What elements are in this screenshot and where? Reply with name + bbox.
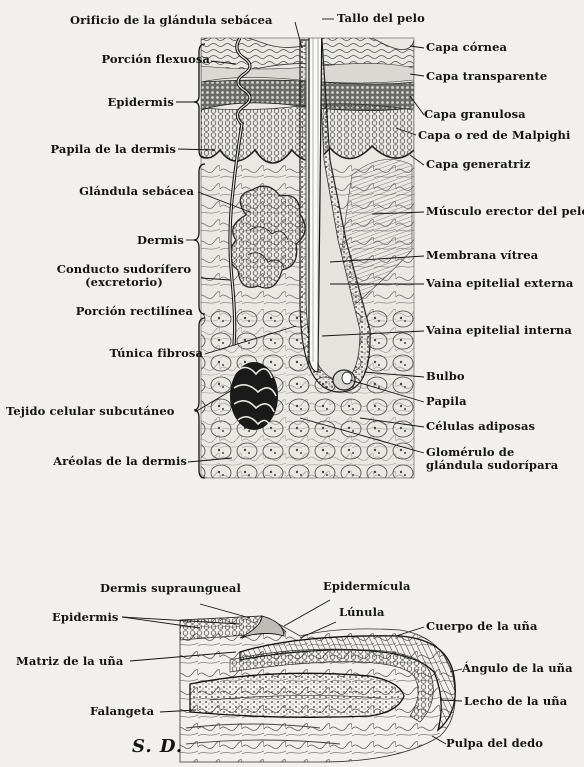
label-pulpa-dedo: Pulpa del dedo [446,737,543,750]
label-porcion-rectilinea: Porción rectilínea [76,305,193,318]
label-capa-granulosa: Capa granulosa [424,108,526,121]
label-epidermicula: Epidermícula [323,580,411,593]
label-capa-transparente: Capa transparente [426,70,547,83]
label-nail-epidermis: Epidermis [52,611,119,624]
label-capa-cornea: Capa córnea [426,41,507,54]
label-vaina-epitelial-externa: Vaina epitelial externa [426,277,573,290]
label-dermis: Dermis [137,234,184,247]
label-lunula: Lúnula [339,606,385,619]
label-capa-generatriz: Capa generatriz [426,158,530,171]
label-lecho-una: Lecho de la uña [464,695,567,708]
label-papila-dermis: Papila de la dermis [50,143,176,156]
label-cuerpo-una: Cuerpo de la uña [426,620,538,633]
label-epidermis: Epidermis [107,96,174,109]
label-falangeta: Falangeta [90,705,154,718]
label-tejido-celular-subcutaneo: Tejido celular subcutáneo [6,405,175,418]
label-tallo-pelo: Tallo del pelo [337,12,425,25]
label-celulas-adiposas: Células adiposas [426,420,535,433]
label-excretorio: (excretorio) [44,276,204,289]
label-membrana-vitrea: Membrana vítrea [426,249,538,262]
label-bulbo: Bulbo [426,370,465,383]
label-papila: Papila [426,395,467,408]
label-glandula-sebacea: Glándula sebácea [79,185,194,198]
label-dermis-supraungueal: Dermis supraungueal [100,582,241,595]
skin-section [201,12,414,478]
label-areolas-dermis: Aréolas de la dermis [53,455,187,468]
label-capa-malpighi: Capa o red de Malpighi [418,129,571,142]
label-matriz-una: Matriz de la uña [16,655,123,668]
label-musculo-erector: Músculo erector del pelo [426,205,584,218]
label-glandula-sudoripara: glándula sudorípara [426,459,558,472]
nail-section [180,616,455,762]
label-porcion-flexuosa: Porción flexuosa [101,53,210,66]
sweat-gland-glomerulus [230,362,278,430]
label-vaina-epitelial-interna: Vaina epitelial interna [426,324,572,337]
label-angulo-una: Ángulo de la uña [462,662,573,675]
label-tunica-fibrosa: Túnica fibrosa [110,347,203,360]
artist-signature: S. D. [132,736,183,757]
label-orificio-glandula-sebacea: Orificio de la glándula sebácea [70,14,273,27]
